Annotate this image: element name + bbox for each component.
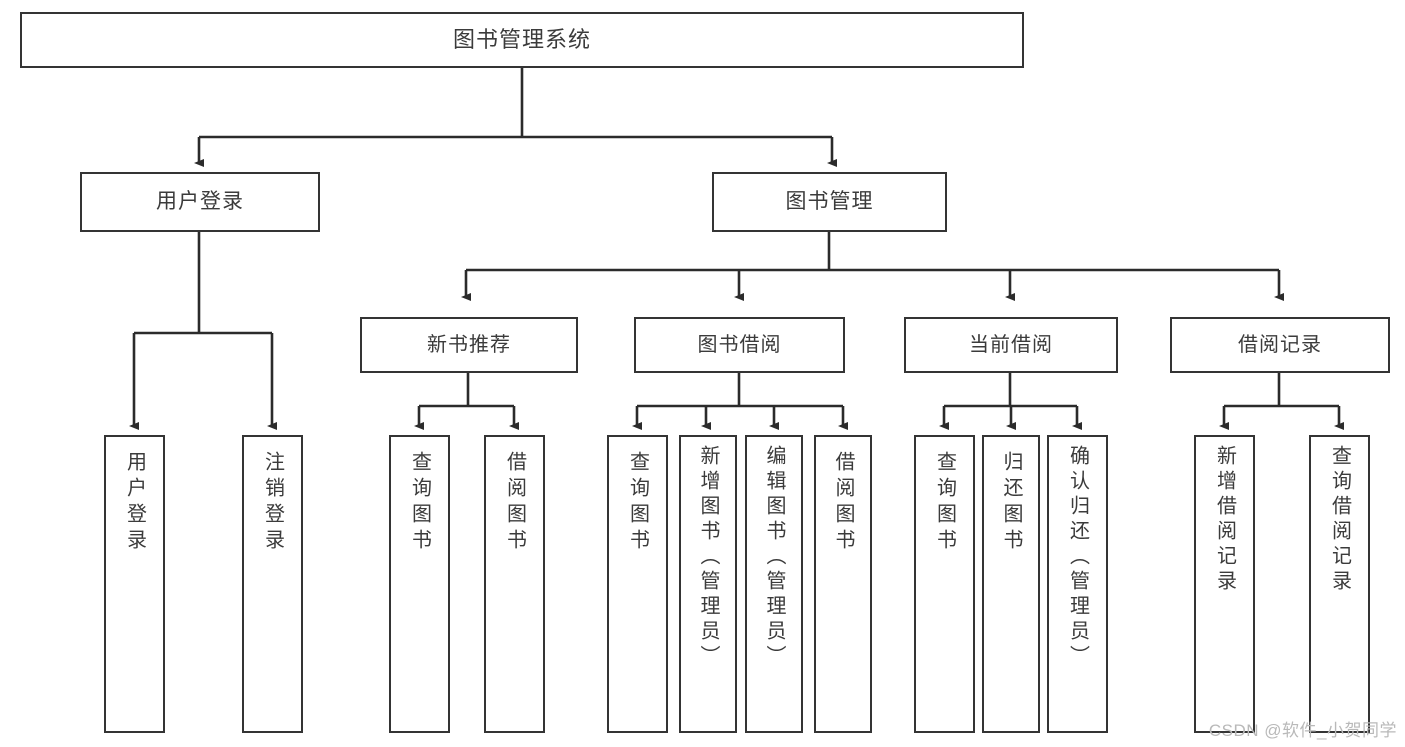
node-label: 查询图书: [933, 451, 956, 555]
node-book-borrow[interactable]: 图书借阅: [634, 317, 845, 373]
watermark-text: CSDN @软件_小贺同学: [1208, 721, 1397, 740]
leaf-current-query-book[interactable]: 查询图书: [914, 435, 975, 733]
leaf-borrow-edit-book-admin[interactable]: 编辑图书（管理员）: [745, 435, 803, 733]
leaf-new-book-borrow[interactable]: 借阅图书: [484, 435, 545, 733]
node-label: 用户登录: [123, 451, 146, 555]
node-label: 用户登录: [156, 189, 244, 213]
node-new-book-recommend[interactable]: 新书推荐: [360, 317, 578, 373]
node-current-borrow[interactable]: 当前借阅: [904, 317, 1118, 373]
node-borrow-record[interactable]: 借阅记录: [1170, 317, 1390, 373]
leaf-current-confirm-return-admin[interactable]: 确认归还（管理员）: [1047, 435, 1108, 733]
node-label: 确认归还（管理员）: [1066, 445, 1089, 670]
node-label: 注销登录: [261, 451, 284, 555]
node-label: 借阅记录: [1238, 333, 1322, 356]
leaf-current-return-book[interactable]: 归还图书: [982, 435, 1040, 733]
node-label: 图书管理: [785, 189, 874, 213]
node-label: 当前借阅: [969, 333, 1053, 356]
node-label: 归还图书: [1000, 451, 1022, 555]
node-label: 图书管理系统: [452, 27, 591, 53]
node-user-login[interactable]: 用户登录: [80, 172, 320, 232]
leaf-record-add-borrow-record[interactable]: 新增借阅记录: [1194, 435, 1255, 733]
node-root-system[interactable]: 图书管理系统: [20, 12, 1024, 68]
leaf-user-login-logout[interactable]: 注销登录: [242, 435, 303, 733]
node-label: 查询借阅记录: [1328, 445, 1351, 595]
leaf-borrow-borrow-book[interactable]: 借阅图书: [814, 435, 872, 733]
leaf-borrow-add-book-admin[interactable]: 新增图书（管理员）: [679, 435, 737, 733]
node-label: 借阅图书: [832, 451, 854, 555]
node-label: 新增借阅记录: [1213, 445, 1236, 595]
node-label: 查询图书: [408, 451, 431, 555]
leaf-new-book-query[interactable]: 查询图书: [389, 435, 450, 733]
node-label: 新书推荐: [427, 333, 511, 356]
node-label: 查询图书: [626, 451, 649, 555]
leaf-borrow-query-book[interactable]: 查询图书: [607, 435, 668, 733]
node-label: 编辑图书（管理员）: [763, 445, 785, 670]
node-label: 借阅图书: [503, 451, 526, 555]
node-label: 图书借阅: [697, 333, 782, 356]
node-label: 新增图书（管理员）: [697, 445, 719, 670]
leaf-user-login-login[interactable]: 用户登录: [104, 435, 165, 733]
node-book-management[interactable]: 图书管理: [712, 172, 947, 232]
leaf-record-query-borrow-record[interactable]: 查询借阅记录: [1309, 435, 1370, 733]
